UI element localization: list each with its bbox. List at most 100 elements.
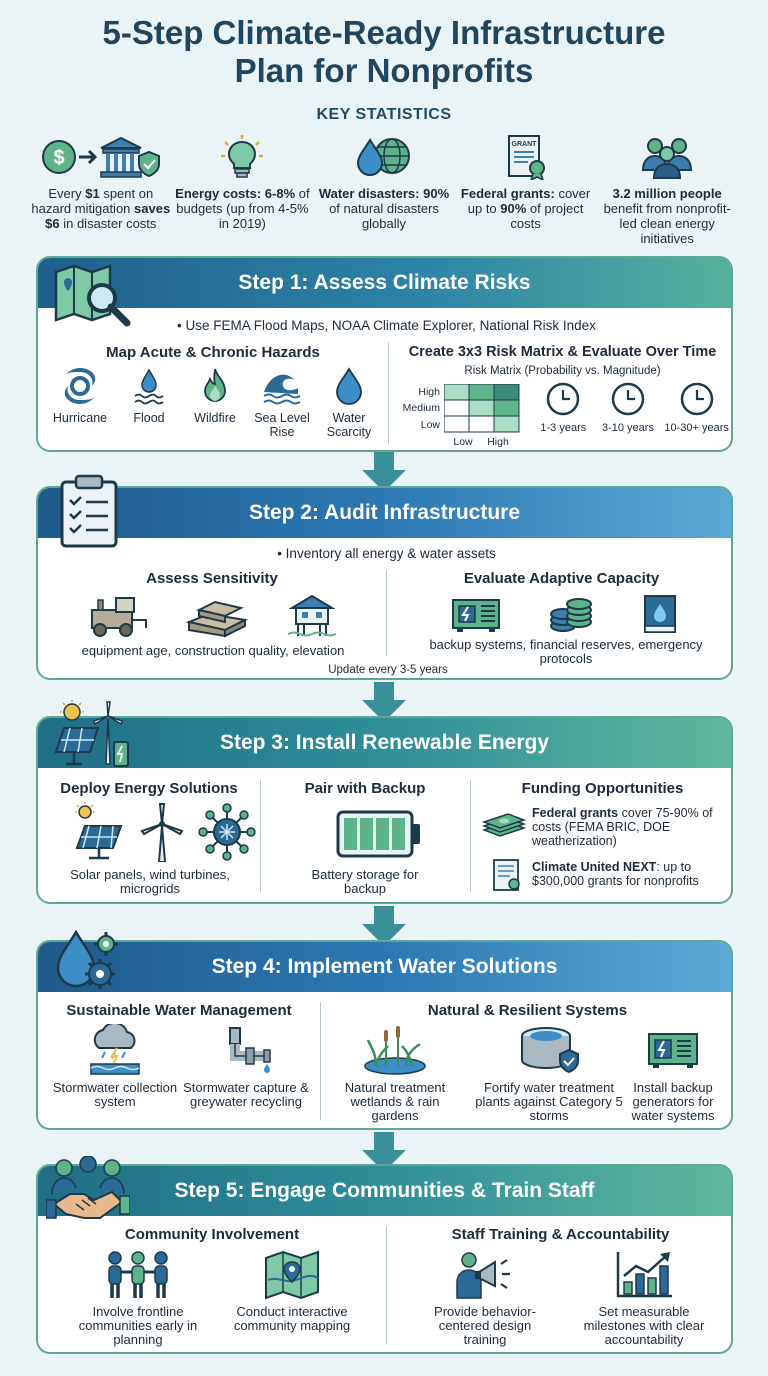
step-4-left-heading: Sustainable Water Management <box>66 1002 292 1019</box>
step-2-right-heading: Evaluate Adaptive Capacity <box>463 570 660 587</box>
key-statistics-label: KEY STATISTICS <box>316 106 452 123</box>
staff-item-training: Provide behavior-centered design trainin… <box>418 1250 552 1347</box>
step-5-left-heading: Community Involvement <box>124 1226 300 1243</box>
svg-text:$: $ <box>53 147 64 169</box>
step-1-right-heading: Create 3x3 Risk Matrix & Evaluate Over T… <box>408 344 717 360</box>
elevated-house-icon <box>287 594 337 637</box>
generator-icon <box>616 1024 730 1081</box>
funding-federal-grants: Federal grants cover 75-90% of costs (FE… <box>532 806 713 848</box>
step-1-title: Step 1: Assess Climate Risks <box>238 271 531 294</box>
money-bank-icon: $ <box>30 132 172 182</box>
water-drop-icon <box>319 366 379 411</box>
funding-climate-united: Climate United NEXT: up to $300,000 gran… <box>532 860 699 888</box>
step-3-header: Step 3: Install Renewable Energy <box>38 718 731 768</box>
hazard-hurricane: Hurricane <box>47 366 113 439</box>
step-4-header: Step 4: Implement Water Solutions <box>38 942 731 992</box>
matrix-row-high: High <box>418 386 440 398</box>
lightbulb-icon <box>172 132 314 182</box>
water-item-wetlands: Natural treatment wetlands & rain garden… <box>330 1024 460 1123</box>
generator-icon <box>452 599 500 632</box>
stat-energy-costs: Energy costs: 6-8% of budgets (up from 4… <box>172 132 314 250</box>
fire-icon <box>185 366 245 411</box>
hurricane-icon <box>47 366 113 411</box>
arrow-down-icon <box>362 682 406 722</box>
step-3-divider-1 <box>260 780 261 892</box>
svg-text:GRANT: GRANT <box>511 141 537 148</box>
storm-cloud-icon <box>48 1021 182 1081</box>
stat-people-benefit: 3.2 million people benefit from nonprofi… <box>596 132 738 250</box>
megaphone-person-icon <box>418 1250 552 1305</box>
step-1-divider <box>388 342 389 444</box>
wind-turbine-icon <box>140 803 184 862</box>
energy-solutions-caption: Solar panels, wind turbines, microgrids <box>70 867 230 896</box>
community-item-mapping: Conduct interactive community mapping <box>224 1250 360 1333</box>
water-item-backup-generators: Install backup generators for water syst… <box>616 1024 730 1123</box>
hazard-wildfire: Wildfire <box>185 366 245 439</box>
step-3-divider-2 <box>470 780 471 892</box>
water-globe-icon <box>313 132 455 182</box>
clock-icon <box>532 382 594 421</box>
hazard-sea-level-rise: Sea Level Rise <box>251 366 313 439</box>
matrix-row-low: Low <box>420 419 440 431</box>
bricks-icon <box>185 600 249 638</box>
step-1-card: Step 1: Assess Climate Risks • Use FEMA … <box>36 256 733 452</box>
coin-stack-icon <box>550 598 592 632</box>
microgrid-network-icon <box>198 803 256 861</box>
update-note: Update every 3-5 years <box>328 664 448 676</box>
key-statistics: $ Every $1 spent on hazard mitigation sa… <box>30 132 738 250</box>
clock-icon <box>662 382 731 421</box>
water-item-fortify-plants: Fortify water treatment plants against C… <box>474 1024 624 1123</box>
step-4-card: Step 4: Implement Water Solutions Sustai… <box>36 940 733 1130</box>
stat-mitigation: $ Every $1 spent on hazard mitigation sa… <box>30 132 172 250</box>
matrix-row-medium: Medium <box>402 402 440 414</box>
title-line-1: 5-Step Climate-Ready Infrastructure <box>102 14 666 51</box>
step-3-card: Step 3: Install Renewable Energy Deploy … <box>36 716 733 904</box>
machinery-icon <box>90 597 147 637</box>
clipboard-checklist-icon <box>60 474 118 548</box>
step-5-right-heading: Staff Training & Accountability <box>451 1226 670 1243</box>
step-3-title: Step 3: Install Renewable Energy <box>219 731 550 754</box>
map-magnifier-icon <box>54 264 131 327</box>
title-line-2: Plan for Nonprofits <box>234 52 534 89</box>
stat-federal-grants: GRANT Federal grants: cover up to 90% of… <box>455 132 597 250</box>
step-2-title: Step 2: Audit Infrastructure <box>248 501 521 524</box>
arrow-down-icon <box>362 452 406 492</box>
step-2-bullet: • Inventory all energy & water assets <box>277 546 496 561</box>
step-5-divider <box>386 1226 387 1344</box>
solar-panel-icon <box>75 802 123 860</box>
adaptive-capacity-icons <box>430 592 702 636</box>
battery-icon <box>336 810 420 858</box>
community-item-involve: Involve frontline communities early in p… <box>68 1250 208 1347</box>
risk-matrix-grid <box>444 384 520 433</box>
stat-water-disasters: Water disasters: 90% of natural disaster… <box>313 132 455 250</box>
grant-document-icon: GRANT <box>455 132 597 182</box>
timeframe-short: 1-3 years <box>532 382 594 435</box>
people-group-icon <box>596 132 738 182</box>
step-1-header: Step 1: Assess Climate Risks <box>38 258 731 308</box>
handshake-community-icon <box>46 1156 130 1219</box>
grant-certificate-icon <box>493 859 520 891</box>
step-2-header: Step 2: Audit Infrastructure <box>38 488 731 538</box>
step-5-header: Step 5: Engage Communities & Train Staff <box>38 1166 731 1216</box>
solar-wind-battery-icon <box>54 700 129 767</box>
growth-chart-icon <box>574 1250 714 1305</box>
step-2-card: Step 2: Audit Infrastructure • Inventory… <box>36 486 733 680</box>
pipe-icon <box>172 1024 320 1081</box>
clock-icon <box>595 382 661 421</box>
water-item-stormwater-collection: Stormwater collection system <box>48 1021 182 1109</box>
matrix-col-low: Low <box>453 436 473 448</box>
manual-book-icon <box>644 595 676 633</box>
timeframe-list: 1-3 years 3-10 years 10-30+ years <box>532 382 731 435</box>
wave-icon <box>251 366 313 411</box>
arrow-down-icon <box>362 906 406 946</box>
step-5-title: Step 5: Engage Communities & Train Staff <box>174 1179 595 1202</box>
sensitivity-icons <box>68 592 358 638</box>
page-title: 5-Step Climate-Ready Infrastructure Plan… <box>0 14 768 90</box>
cash-stack-icon <box>482 813 526 837</box>
sensitivity-caption: equipment age, construction quality, ele… <box>81 643 345 658</box>
backup-caption: Battery storage for backup <box>311 867 419 896</box>
step-3-col2-heading: Pair with Backup <box>304 780 426 797</box>
flood-icon <box>119 366 179 411</box>
step-1-left-heading: Map Acute & Chronic Hazards <box>106 344 320 361</box>
staff-item-milestones: Set measurable milestones with clear acc… <box>574 1250 714 1347</box>
